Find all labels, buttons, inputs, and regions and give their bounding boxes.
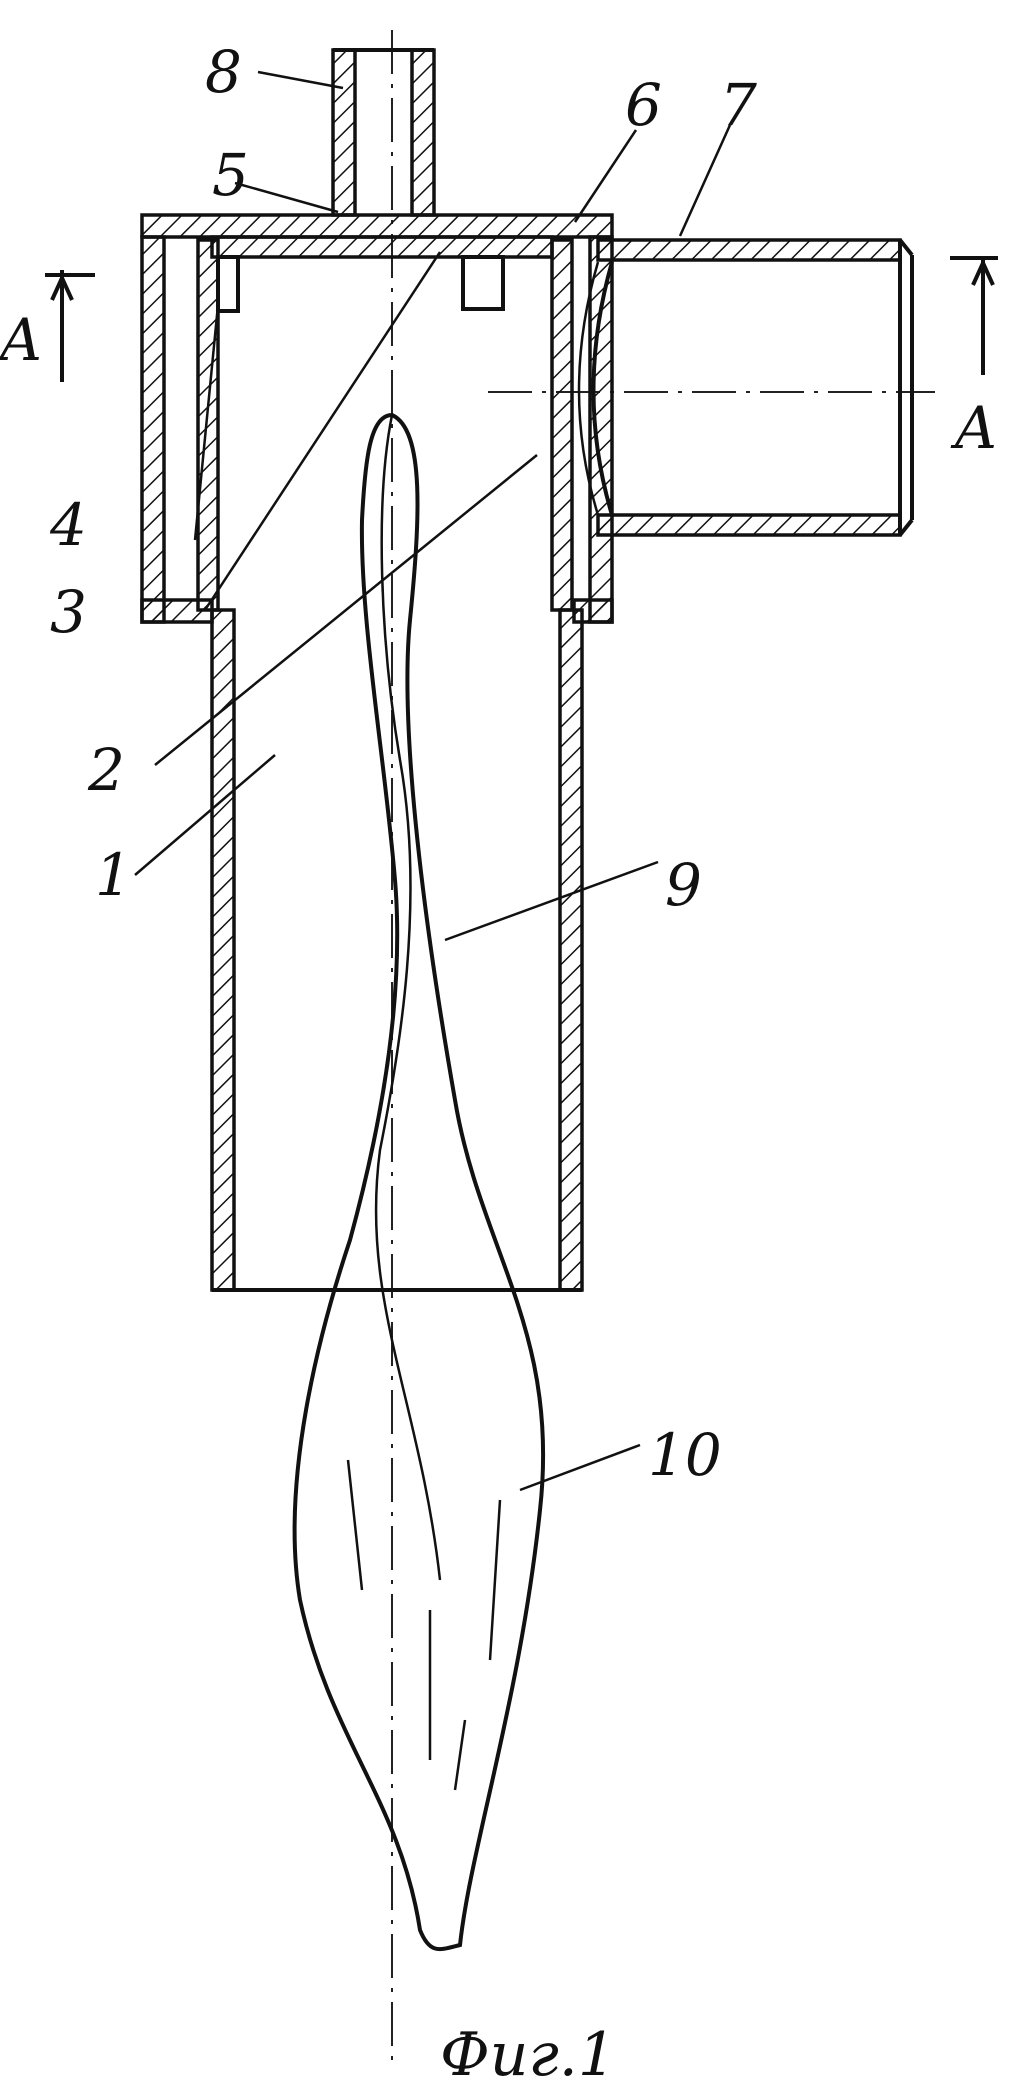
label-9: 9 [665, 851, 702, 919]
label-7: 7 [720, 71, 757, 139]
nozzle-pipe [333, 50, 434, 215]
label-10: 10 [648, 1421, 722, 1489]
label-8: 8 [205, 38, 242, 106]
label-5: 5 [212, 141, 249, 209]
flame-streaks [348, 1460, 500, 1790]
figure-caption: Фиг.1 [440, 2020, 616, 2090]
label-6: 6 [625, 71, 662, 139]
flame-inner-curve [376, 415, 440, 1580]
inner-top-plate [212, 237, 552, 257]
inner-tube [198, 240, 572, 610]
label-1: 1 [95, 841, 132, 909]
section-label-left: A [0, 306, 42, 374]
label-3: 3 [50, 578, 87, 646]
side-inlet-pipe [579, 240, 912, 535]
label-2: 2 [87, 736, 125, 804]
section-marker-left [45, 270, 95, 382]
label-4: 4 [49, 491, 87, 559]
flame-outline [295, 415, 544, 1949]
swirl-slots [218, 257, 503, 311]
section-marker-right [950, 258, 998, 375]
section-label-right: A [950, 394, 997, 462]
